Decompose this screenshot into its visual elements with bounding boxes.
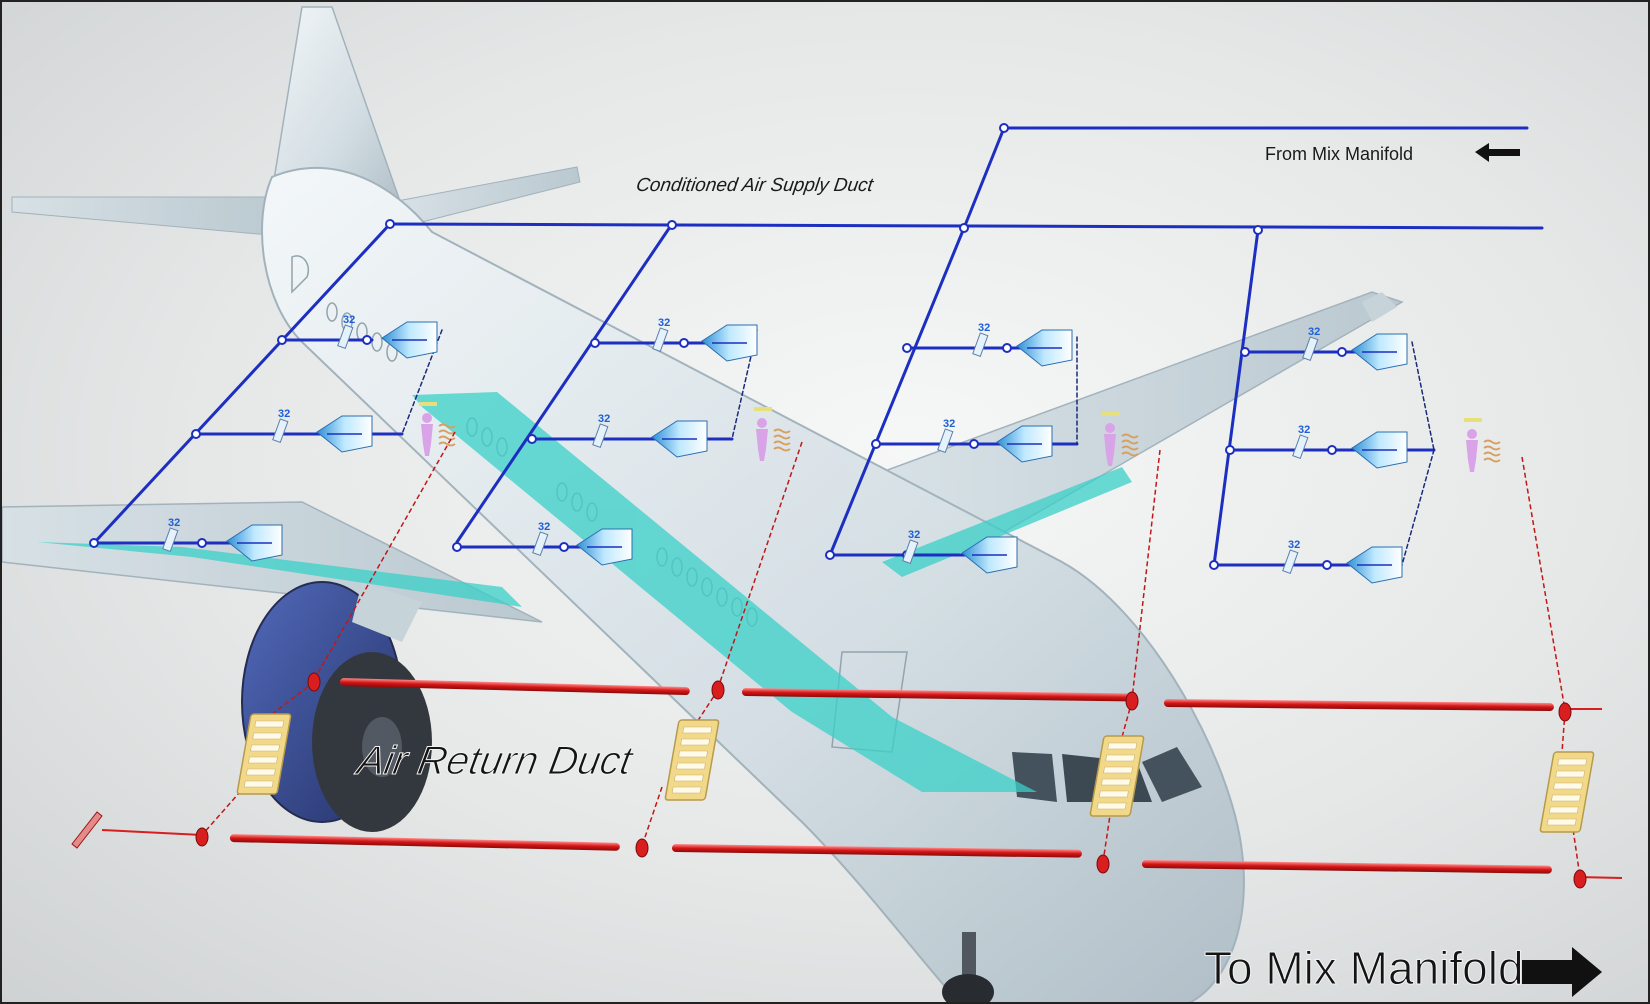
- supply-branch-2: [455, 222, 674, 544]
- supply-riser: [962, 126, 1006, 230]
- arrow-left-icon: [1475, 143, 1520, 162]
- person-icon: [756, 418, 768, 461]
- valve-icon: 32: [937, 418, 955, 454]
- heat-load-icon: [1464, 418, 1501, 463]
- to-manifold-label: To Mix Manifold: [1204, 942, 1524, 994]
- person-icon: [421, 413, 433, 456]
- valve-setting-label: 32: [278, 408, 290, 420]
- valve-setting-label: 32: [658, 317, 670, 329]
- valve-icon: 32: [592, 413, 610, 449]
- heat-load-icon: [419, 402, 456, 447]
- return-header-lower-3: [1141, 860, 1552, 874]
- valve-icon: 32: [337, 314, 355, 350]
- return-grille-icon: [1539, 751, 1595, 833]
- floor-zone-wing: [882, 467, 1132, 577]
- supply-duct-label: Conditioned Air Supply Duct: [635, 175, 875, 196]
- valve-setting-label: 32: [538, 521, 550, 533]
- return-grille-icon: [664, 719, 720, 801]
- return-grille-group: [236, 713, 1595, 833]
- supply-branch-3: [828, 226, 966, 557]
- aircraft-illustration: [2, 6, 1404, 1002]
- return-header-upper-1: [339, 678, 690, 696]
- supply-branch-1: [92, 222, 392, 545]
- arrow-right-icon: [1522, 947, 1602, 997]
- diffuser-icon: [381, 321, 438, 359]
- return-inlet-cap: [71, 811, 103, 849]
- return-grille-icon: [1089, 735, 1145, 817]
- return-grille-icon: [236, 713, 292, 795]
- diffuser-icon: [996, 425, 1053, 463]
- aft-door: [291, 255, 309, 294]
- diffuser-icon: [1351, 431, 1408, 469]
- return-header-upper-2: [741, 688, 1132, 702]
- cockpit-window-right: [1142, 747, 1202, 802]
- valve-setting-label: 32: [598, 413, 610, 425]
- from-manifold-label: From Mix Manifold: [1265, 144, 1413, 164]
- return-header-lower-2: [671, 844, 1082, 858]
- valve-icon: 32: [532, 521, 550, 557]
- return-duct-label: Air Return Duct: [352, 738, 637, 783]
- diffuser-icon: [576, 528, 633, 566]
- valve-icon: 32: [972, 322, 990, 358]
- valve-icon: 32: [652, 317, 670, 353]
- return-risers: [201, 431, 1581, 878]
- valve-setting-label: 32: [168, 517, 180, 529]
- cabin-floor-highlight: [37, 392, 1132, 792]
- diffuser-icon: [651, 420, 708, 458]
- return-junctions: [195, 672, 1587, 889]
- valve-setting-label: 32: [978, 322, 990, 334]
- valve-setting-label: 32: [908, 529, 920, 541]
- return-stub-left: [101, 829, 203, 836]
- valve-icon: 32: [1302, 326, 1320, 362]
- diffuser-group: 32 32 32 32 32 32 32 32 32 32 32 32: [162, 314, 1408, 584]
- diffuser-icon: [1346, 546, 1403, 584]
- cockpit-window-left: [1012, 752, 1057, 802]
- valve-icon: 32: [1282, 539, 1300, 575]
- heat-load-icon: [1102, 412, 1139, 457]
- valve-setting-label: 32: [343, 314, 355, 326]
- diffuser-icon: [1351, 333, 1408, 371]
- left-stabilizer: [11, 196, 293, 238]
- valve-icon: 32: [902, 529, 920, 565]
- heat-load-icon: [754, 407, 791, 452]
- diffuser-icon: [316, 415, 373, 453]
- return-duct-network: [71, 431, 1623, 889]
- floor-zone-path: [412, 392, 1037, 792]
- valve-icon: 32: [162, 517, 180, 553]
- occupant-group: [419, 402, 1501, 472]
- supply-branch-4: [1212, 228, 1260, 567]
- engine-pylon: [352, 582, 422, 642]
- valve-setting-label: 32: [1308, 326, 1320, 338]
- diffuser-icon: [961, 536, 1018, 574]
- person-icon: [1104, 423, 1116, 466]
- winglet: [1362, 292, 1397, 322]
- engine-spinner: [362, 717, 402, 777]
- valve-icon: 32: [272, 408, 290, 444]
- return-header-lower-1: [229, 834, 620, 851]
- valve-setting-label: 32: [1288, 539, 1300, 551]
- valve-setting-label: 32: [943, 418, 955, 430]
- person-icon: [1466, 429, 1478, 472]
- nose-gear-wheel: [942, 974, 994, 1002]
- return-header-upper-3: [1163, 699, 1554, 712]
- diffuser-icon: [1016, 329, 1073, 367]
- valve-setting-label: 32: [1298, 424, 1310, 436]
- diffuser-icon: [701, 324, 758, 362]
- valve-icon: 32: [1292, 424, 1310, 460]
- diffuser-icon: [226, 524, 283, 562]
